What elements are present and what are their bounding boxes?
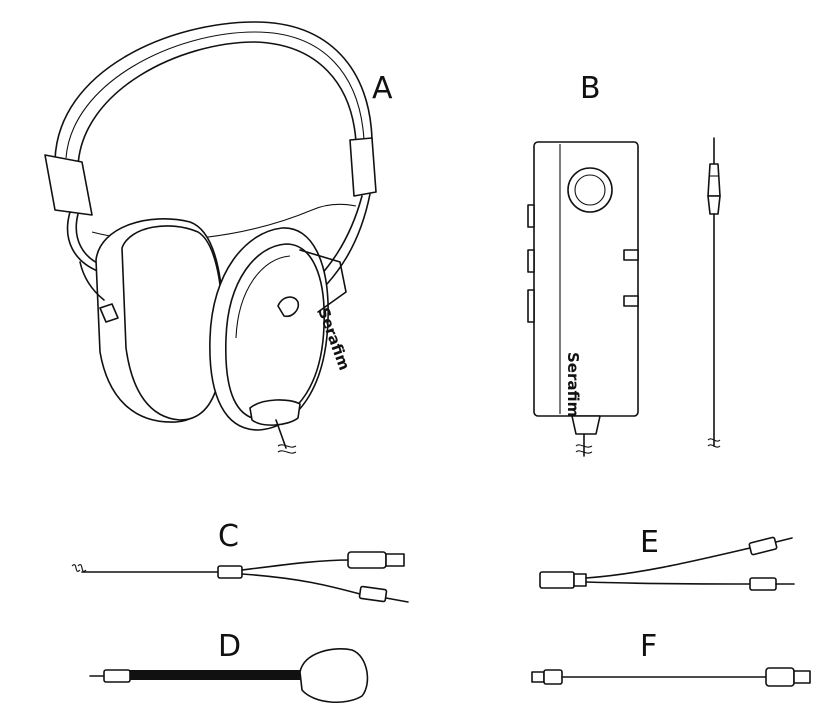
label-d: D	[218, 629, 241, 664]
controller-brand-logo: Serafim	[564, 352, 582, 417]
label-a: A	[372, 71, 393, 106]
usb-jack-splitter-cable-illustration	[71, 551, 409, 603]
label-c: C	[218, 519, 239, 554]
headset-illustration: Serafim	[44, 21, 377, 454]
usb-cable-illustration	[531, 667, 811, 687]
audio-splitter-cable-illustration	[539, 536, 795, 591]
jack-extension-cable-illustration	[707, 137, 721, 448]
usb-sound-card-illustration: Serafim	[527, 141, 639, 457]
label-b: B	[580, 71, 601, 106]
label-f: F	[640, 629, 657, 664]
label-e: E	[640, 525, 659, 560]
microphone-boom-illustration	[89, 648, 369, 704]
